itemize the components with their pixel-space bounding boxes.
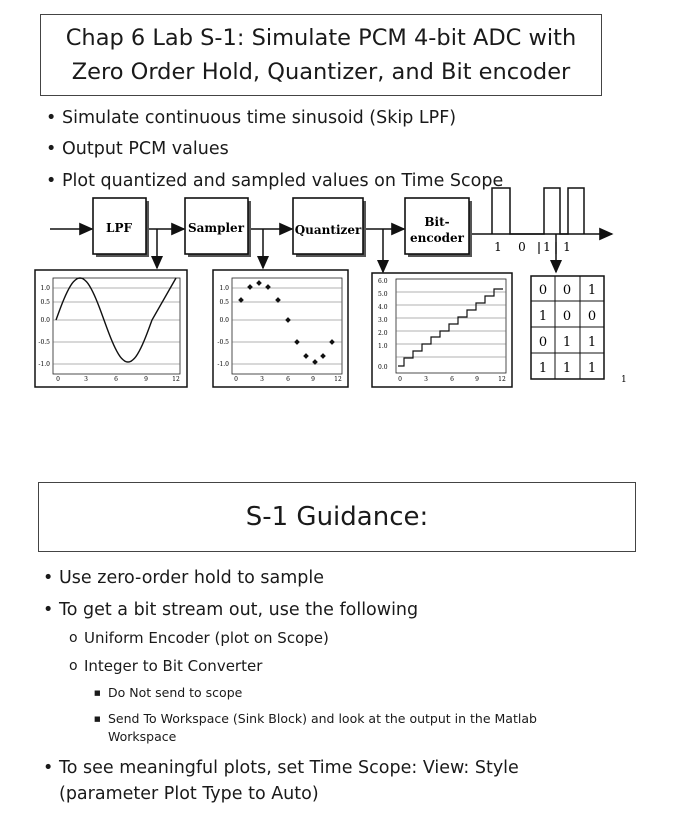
slide2-sub-2: Integer to Bit Converter (69, 656, 262, 676)
svg-text:6.0: 6.0 (378, 278, 388, 285)
svg-text:0.0: 0.0 (40, 317, 50, 324)
svg-text:1.0: 1.0 (40, 285, 50, 292)
bit-cell: 1 (563, 335, 571, 350)
svg-text:3: 3 (84, 376, 88, 383)
slide2-sub-1: Uniform Encoder (plot on Scope) (69, 628, 329, 648)
stray-mark: 1 (621, 375, 627, 385)
bit-cell: 0 (563, 283, 571, 298)
svg-text:1.0: 1.0 (378, 343, 388, 350)
bit-cell: 1 (563, 361, 571, 376)
slide1-bullet-3: Plot quantized and sampled values on Tim… (46, 170, 503, 192)
slide2-bullet-1: Use zero-order hold to sample (43, 567, 324, 589)
svg-text:4.0: 4.0 (378, 304, 388, 311)
bit-cell: 1 (539, 309, 547, 324)
quantizer-label: Quantizer (295, 223, 362, 237)
sampler-label: Sampler (188, 221, 245, 235)
svg-text:6: 6 (450, 376, 454, 383)
slide1-title-line1: Chap 6 Lab S-1: Simulate PCM 4-bit ADC w… (65, 25, 577, 51)
slide2-bullet-3: To see meaningful plots, set Time Scope:… (43, 757, 519, 779)
svg-text:9: 9 (475, 376, 479, 383)
sample-points (238, 280, 335, 365)
slide2-title: S-1 Guidance: (245, 502, 429, 532)
bit-label-3: 1 (543, 240, 551, 254)
svg-text:0.0: 0.0 (378, 364, 388, 371)
svg-text:12: 12 (172, 376, 180, 383)
svg-text:12: 12 (498, 376, 506, 383)
svg-text:12: 12 (334, 376, 342, 383)
sample-point (256, 280, 262, 286)
svg-text:0.0: 0.0 (219, 317, 229, 324)
plot-sampled: 1.0 0.5 0.0 -0.5 -1.0 0 3 6 9 12 (212, 269, 349, 388)
pcm-block-diagram: LPF Sampler Quantizer Bit- encoder 1 0 1… (34, 187, 627, 388)
pulse-train (491, 187, 585, 235)
sample-point (303, 353, 309, 359)
bit-cell: 0 (539, 335, 547, 350)
svg-text:2.0: 2.0 (378, 330, 388, 337)
bit-encoder-label-1: Bit- (424, 215, 449, 229)
sample-point (247, 284, 253, 290)
svg-text:-1.0: -1.0 (217, 361, 229, 368)
svg-text:9: 9 (311, 376, 315, 383)
slide2-subsub-1: Do Not send to scope (94, 684, 242, 702)
sample-point (320, 353, 326, 359)
slide2-bullet-2: To get a bit stream out, use the followi… (43, 599, 418, 621)
plot-quantized: 6.0 5.0 4.0 3.0 2.0 1.0 0.0 0 3 6 9 12 (371, 272, 513, 388)
bit-cell: 0 (588, 309, 596, 324)
plot-sinusoid: 1.0 0.5 0.0 -0.5 -1.0 0 3 6 9 12 (34, 269, 188, 388)
sample-point (265, 284, 271, 290)
sample-point (238, 297, 244, 303)
svg-text:0: 0 (398, 376, 402, 383)
sampler-block (184, 197, 249, 255)
slide2-subsub-2: Send To Workspace (Sink Block) and look … (94, 710, 537, 728)
svg-text:0: 0 (234, 376, 238, 383)
bit-cell: 1 (588, 335, 596, 350)
bit-cell: 0 (563, 309, 571, 324)
svg-text:3: 3 (424, 376, 428, 383)
sample-point (294, 339, 300, 345)
bit-table: 0 0 1 1 0 0 0 1 1 1 1 1 (530, 275, 605, 380)
bit-cell: 1 (588, 361, 596, 376)
slide1-title-box: Chap 6 Lab S-1: Simulate PCM 4-bit ADC w… (40, 14, 602, 96)
slide2-bullet-3-cont: (parameter Plot Type to Auto) (59, 784, 319, 804)
svg-text:3.0: 3.0 (378, 317, 388, 324)
svg-text:0: 0 (56, 376, 60, 383)
sample-point (329, 339, 335, 345)
bit-cell: 1 (539, 361, 547, 376)
svg-text:6: 6 (286, 376, 290, 383)
slide1-bullet-1: Simulate continuous time sinusoid (Skip … (46, 107, 456, 129)
bit-encoder-label-2: encoder (410, 231, 465, 245)
svg-text:1.0: 1.0 (219, 285, 229, 292)
lpf-label: LPF (106, 221, 132, 235)
bit-encoder-block (404, 197, 470, 255)
bit-label-4: 1 (563, 240, 571, 254)
sample-point (285, 317, 291, 323)
slide2-title-box: S-1 Guidance: (38, 482, 636, 552)
svg-text:0.5: 0.5 (40, 299, 50, 306)
svg-text:3: 3 (260, 376, 264, 383)
slide1-title-line2: Zero Order Hold, Quantizer, and Bit enco… (71, 59, 571, 85)
bit-label-2: 0 (518, 240, 526, 254)
svg-text:-0.5: -0.5 (38, 339, 50, 346)
slide2-subsub-2-cont: Workspace (108, 729, 177, 744)
quantized-staircase (398, 288, 503, 367)
sample-point (275, 297, 281, 303)
sample-point (312, 359, 318, 365)
svg-text:-1.0: -1.0 (38, 361, 50, 368)
svg-text:5.0: 5.0 (378, 291, 388, 298)
bit-cell: 0 (539, 283, 547, 298)
svg-text:-0.5: -0.5 (217, 339, 229, 346)
quantizer-block (292, 197, 364, 255)
bit-cell: 1 (588, 283, 596, 298)
svg-text:6: 6 (114, 376, 118, 383)
slide1-bullet-2: Output PCM values (46, 138, 229, 160)
lpf-block (92, 197, 147, 255)
bit-label-1: 1 (494, 240, 502, 254)
svg-text:9: 9 (144, 376, 148, 383)
svg-text:0.5: 0.5 (219, 299, 229, 306)
sine-curve (55, 277, 177, 363)
